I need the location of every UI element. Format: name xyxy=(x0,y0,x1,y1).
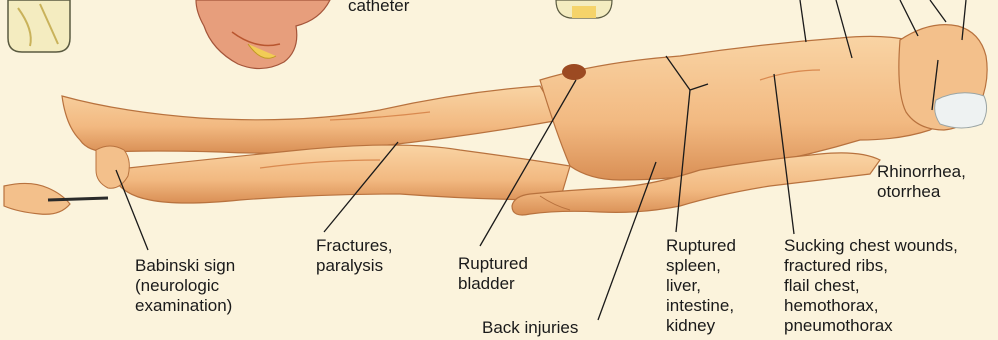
label-chest: Sucking chest wounds, fractured ribs, fl… xyxy=(784,236,958,336)
spleen-line-5: kidney xyxy=(666,316,736,336)
label-bladder: Ruptured bladder xyxy=(458,254,528,294)
spleen-line-3: liver, xyxy=(666,276,736,296)
babinski-line-1: Babinski sign xyxy=(135,256,235,276)
label-spleen: Ruptured spleen, liver, intestine, kidne… xyxy=(666,236,736,336)
fractures-line-1: Fractures, xyxy=(316,236,393,256)
back-injuries-text: Back injuries xyxy=(482,318,578,338)
patient-body xyxy=(62,25,987,215)
examiner-hand xyxy=(4,183,108,214)
chest-line-3: flail chest, xyxy=(784,276,958,296)
bladder-line-1: Ruptured xyxy=(458,254,528,274)
rhinorrhea-line-2: otorrhea xyxy=(877,182,966,202)
chest-line-5: pneumothorax xyxy=(784,316,958,336)
rhinorrhea-line-1: Rhinorrhea, xyxy=(877,162,966,182)
spleen-line-1: Ruptured xyxy=(666,236,736,256)
babinski-line-2: (neurologic xyxy=(135,276,235,296)
spleen-line-2: spleen, xyxy=(666,256,736,276)
label-catheter: catheter xyxy=(348,0,409,16)
label-back-injuries: Back injuries xyxy=(482,318,578,338)
chest-line-4: hemothorax, xyxy=(784,296,958,316)
label-babinski: Babinski sign (neurologic examination) xyxy=(135,256,235,316)
chest-line-2: fractured ribs, xyxy=(784,256,958,276)
spleen-line-4: intestine, xyxy=(666,296,736,316)
collection-glass xyxy=(556,0,612,18)
specimen-jar-left xyxy=(8,0,70,52)
chest-line-1: Sucking chest wounds, xyxy=(784,236,958,256)
fractures-line-2: paralysis xyxy=(316,256,393,276)
catheter-label: catheter xyxy=(348,0,409,16)
babinski-line-3: examination) xyxy=(135,296,235,316)
bladder-line-2: bladder xyxy=(458,274,528,294)
label-rhinorrhea: Rhinorrhea, otorrhea xyxy=(877,162,966,202)
label-fractures: Fractures, paralysis xyxy=(316,236,393,276)
organ-fragment xyxy=(196,0,330,69)
